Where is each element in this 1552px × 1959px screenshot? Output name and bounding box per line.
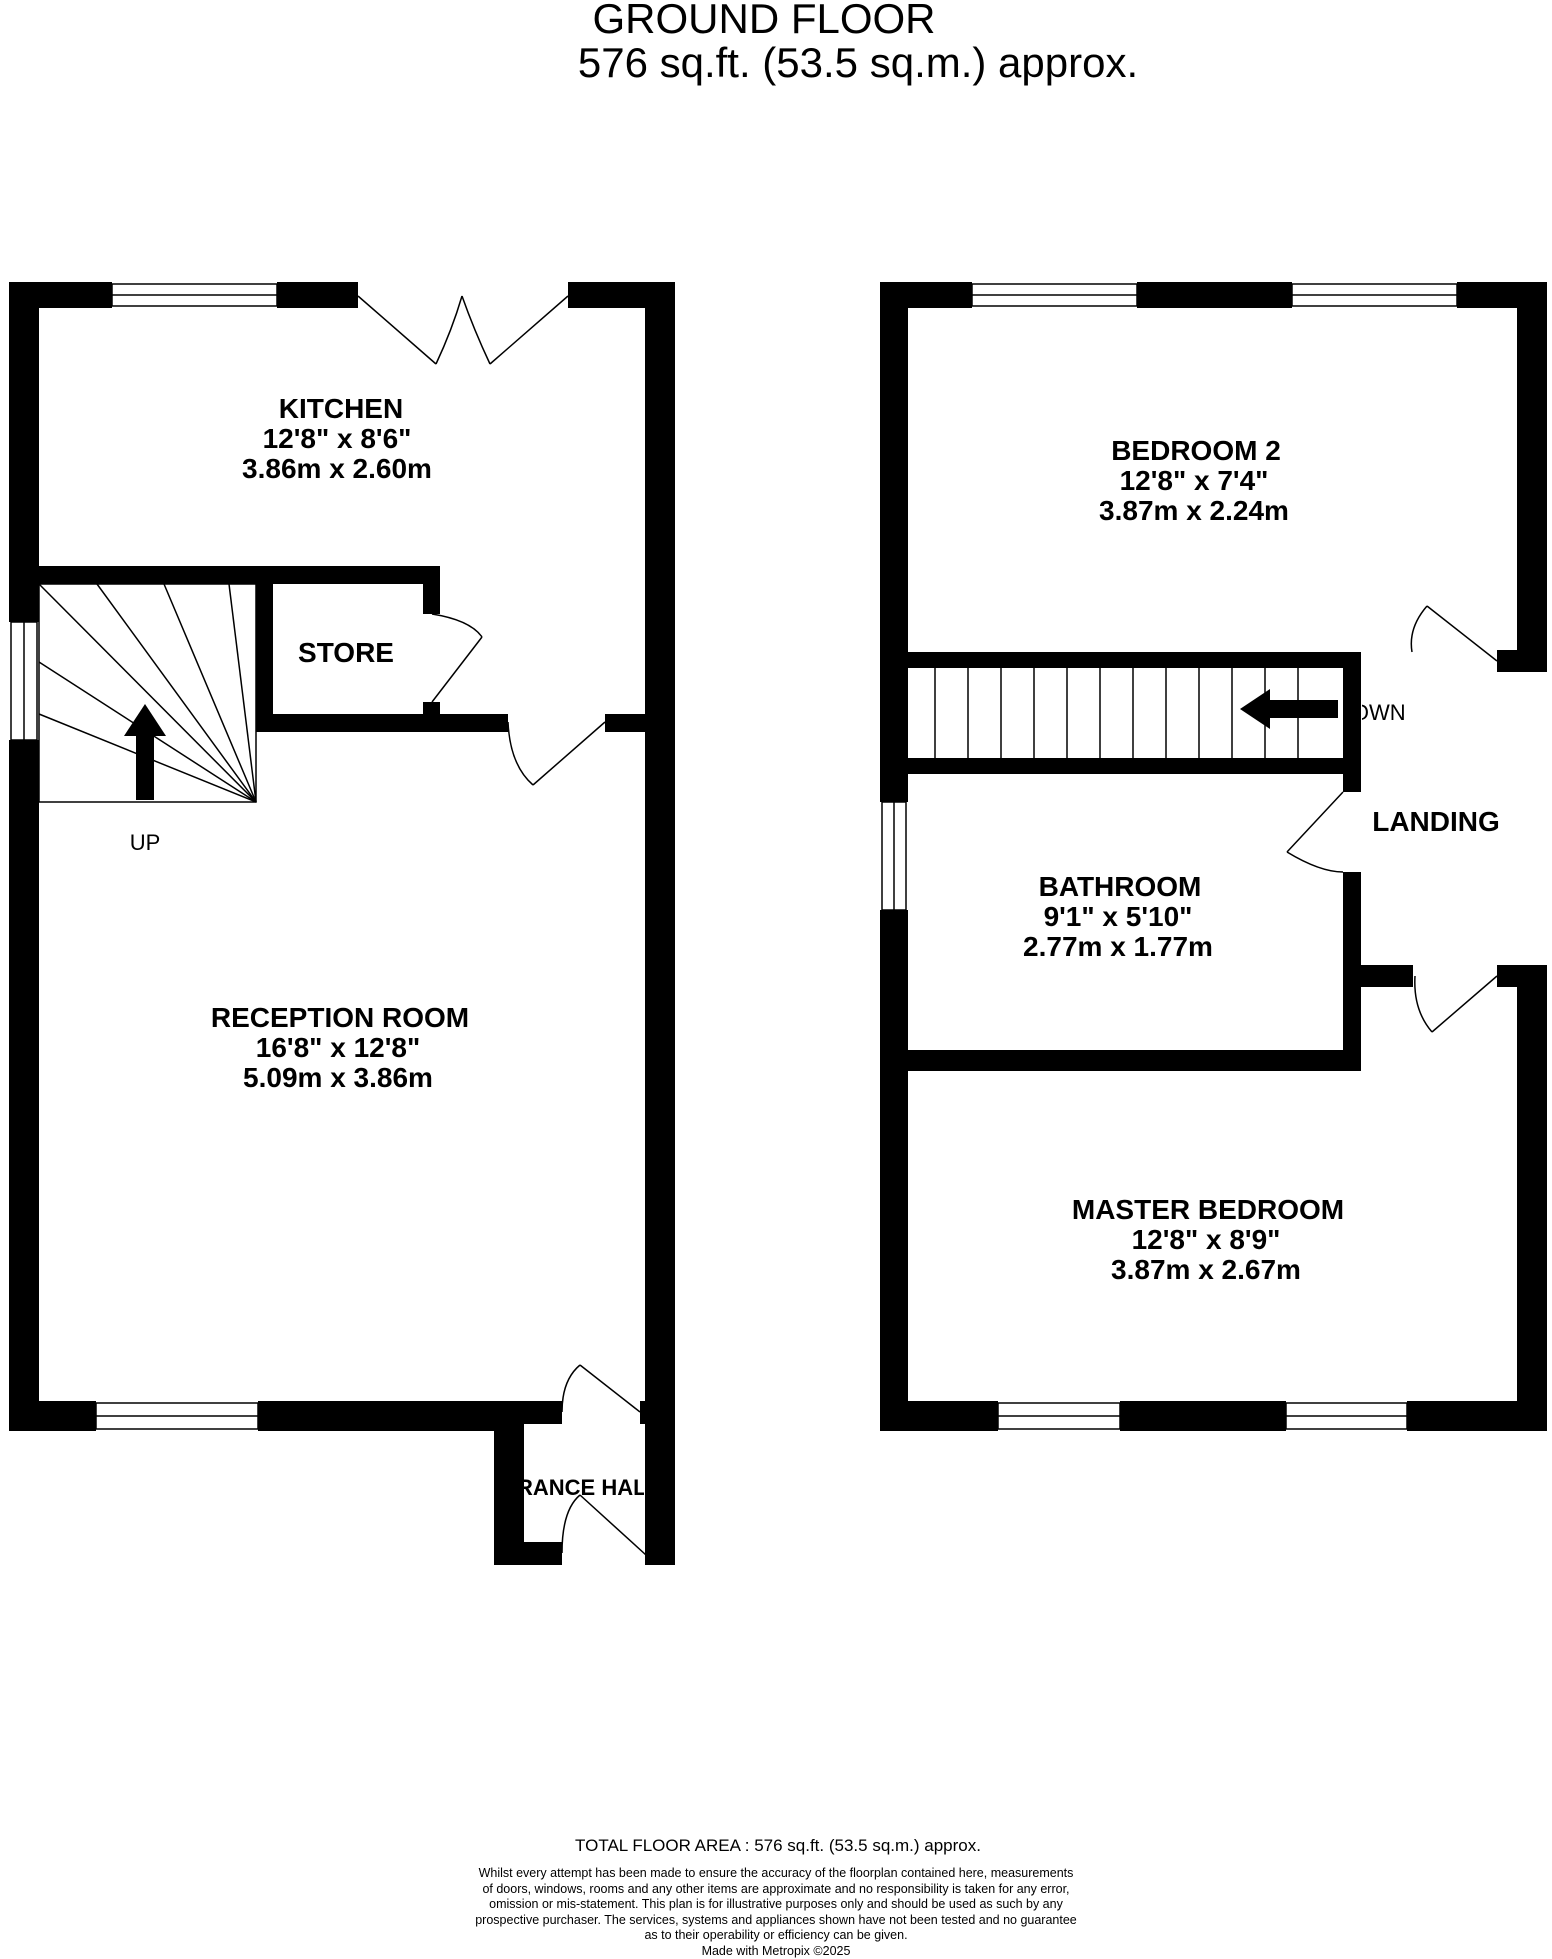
up-arrow-icon — [124, 704, 166, 800]
footer-total-area: TOTAL FLOOR AREA : 576 sq.ft. (53.5 sq.m… — [2, 1836, 1552, 1856]
master-bedroom-metric: 3.87m x 2.67m — [1111, 1254, 1301, 1285]
bedroom2-door — [1411, 606, 1497, 661]
entrance-hall-doors — [562, 1365, 646, 1555]
bathroom-name: BATHROOM — [1039, 871, 1202, 902]
bedroom2-imperial: 12'8" x 7'4" — [1120, 465, 1269, 496]
store-name: STORE — [298, 637, 394, 668]
kitchen-french-doors — [358, 296, 568, 364]
metropix-credit: Made with Metropix ©2025 — [0, 1944, 1552, 1959]
bathroom-imperial: 9'1" x 5'10" — [1044, 901, 1193, 932]
reception-imperial: 16'8" x 12'8" — [256, 1032, 420, 1063]
disclaimer-line: as to their operability or efficiency ca… — [0, 1928, 1552, 1944]
kitchen-imperial: 12'8" x 8'6" — [263, 423, 412, 454]
ground-floor-windows — [11, 284, 277, 1429]
disclaimer-line: Whilst every attempt has been made to en… — [0, 1866, 1552, 1882]
disclaimer-line: omission or mis-statement. This plan is … — [0, 1897, 1552, 1913]
landing-name: LANDING — [1372, 806, 1500, 837]
reception-metric: 5.09m x 3.86m — [243, 1062, 433, 1093]
bathroom-door — [1287, 792, 1343, 872]
entrance-hall-name: ENTRANCE HALL — [473, 1475, 660, 1500]
master-bedroom-imperial: 12'8" x 8'9" — [1132, 1224, 1281, 1255]
master-bedroom-name: MASTER BEDROOM — [1072, 1194, 1344, 1225]
bedroom2-metric: 3.87m x 2.24m — [1099, 495, 1289, 526]
store-door — [432, 614, 482, 702]
reception-name: RECEPTION ROOM — [211, 1002, 469, 1033]
reception-door — [508, 722, 605, 785]
footer-disclaimer: Whilst every attempt has been made to en… — [0, 1866, 1552, 1959]
down-arrow-icon — [1240, 689, 1338, 729]
disclaimer-line: prospective purchaser. The services, sys… — [0, 1913, 1552, 1929]
bedroom2-name: BEDROOM 2 — [1111, 435, 1281, 466]
bathroom-metric: 2.77m x 1.77m — [1023, 931, 1213, 962]
kitchen-metric: 3.86m x 2.60m — [242, 453, 432, 484]
kitchen-name: KITCHEN — [279, 393, 403, 424]
master-bedroom-door — [1415, 976, 1497, 1032]
room-labels: KITCHEN 12'8" x 8'6" 3.86m x 2.60m STORE… — [130, 393, 1500, 1285]
stairs-up-label: UP — [130, 830, 161, 855]
first-stairs — [935, 668, 1298, 758]
disclaimer-line: of doors, windows, rooms and any other i… — [0, 1882, 1552, 1898]
